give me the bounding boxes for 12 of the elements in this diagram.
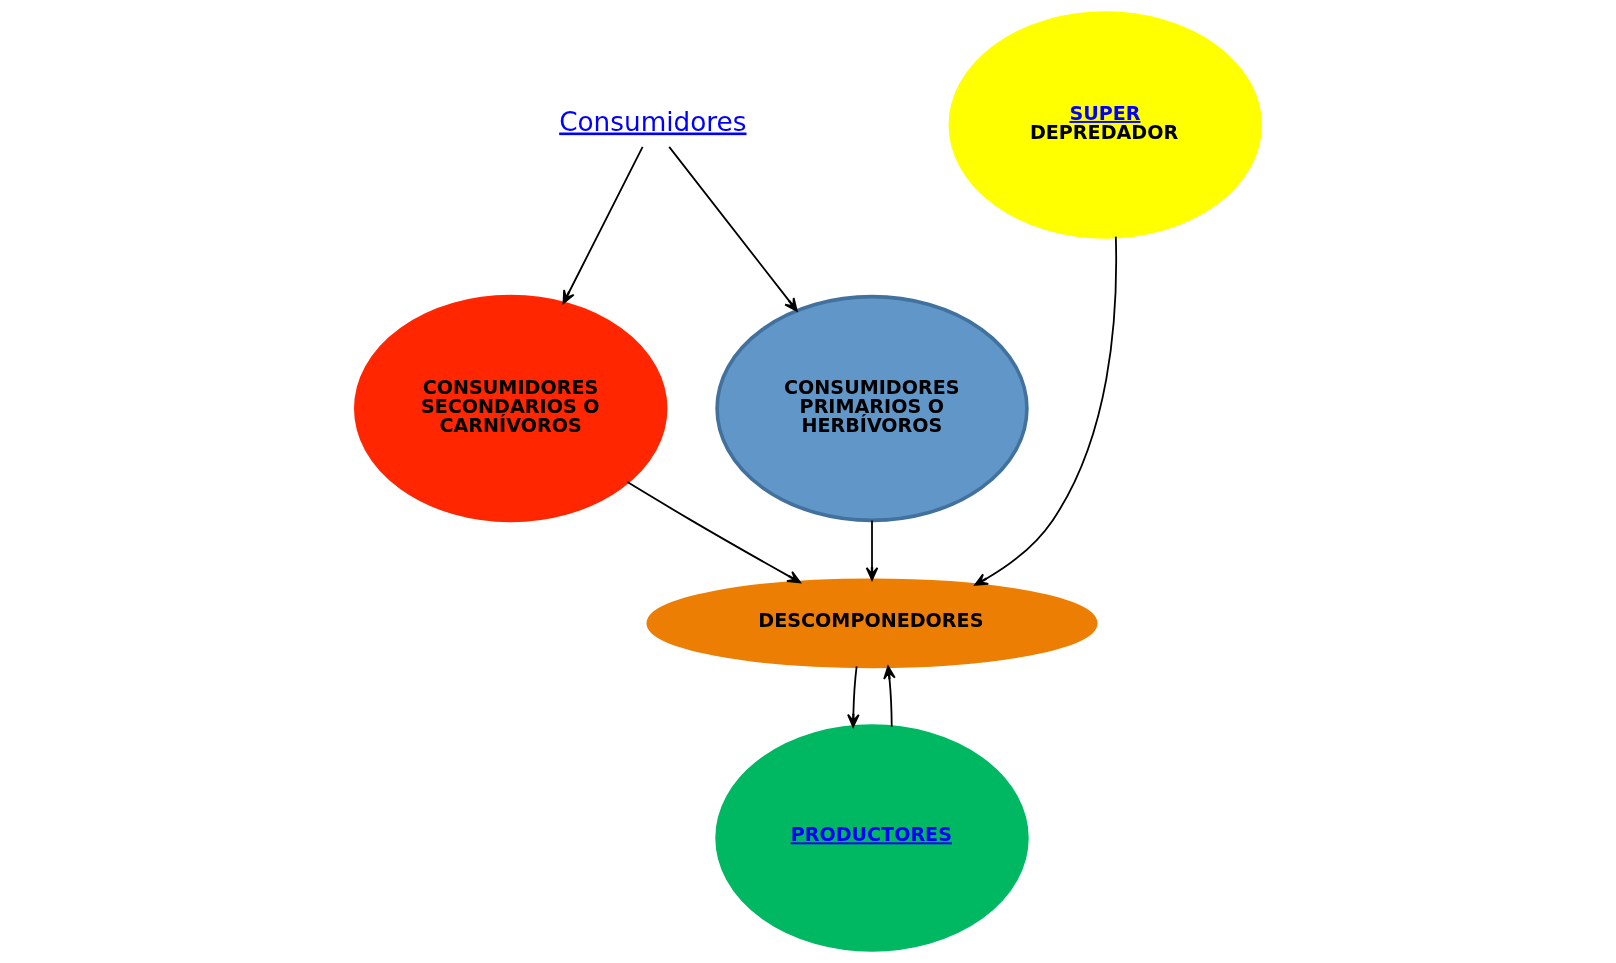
arrow (668, 145, 798, 312)
arrow (865, 519, 879, 581)
arrow (562, 145, 644, 304)
node-ellipse: CONSUMIDORES SECONDARIOS O CARNÍVOROS (354, 294, 668, 523)
arrow (974, 235, 1118, 586)
arrow (883, 665, 896, 728)
node-ellipse: SUPER DEPREDADOR (948, 11, 1262, 239)
node-text: Consumidores (559, 106, 747, 137)
node-ellipse: DESCOMPONEDORES (646, 578, 1098, 669)
arrow (626, 481, 801, 584)
node-ellipse: PRODUCTORES (715, 724, 1029, 952)
arrow (847, 665, 860, 728)
